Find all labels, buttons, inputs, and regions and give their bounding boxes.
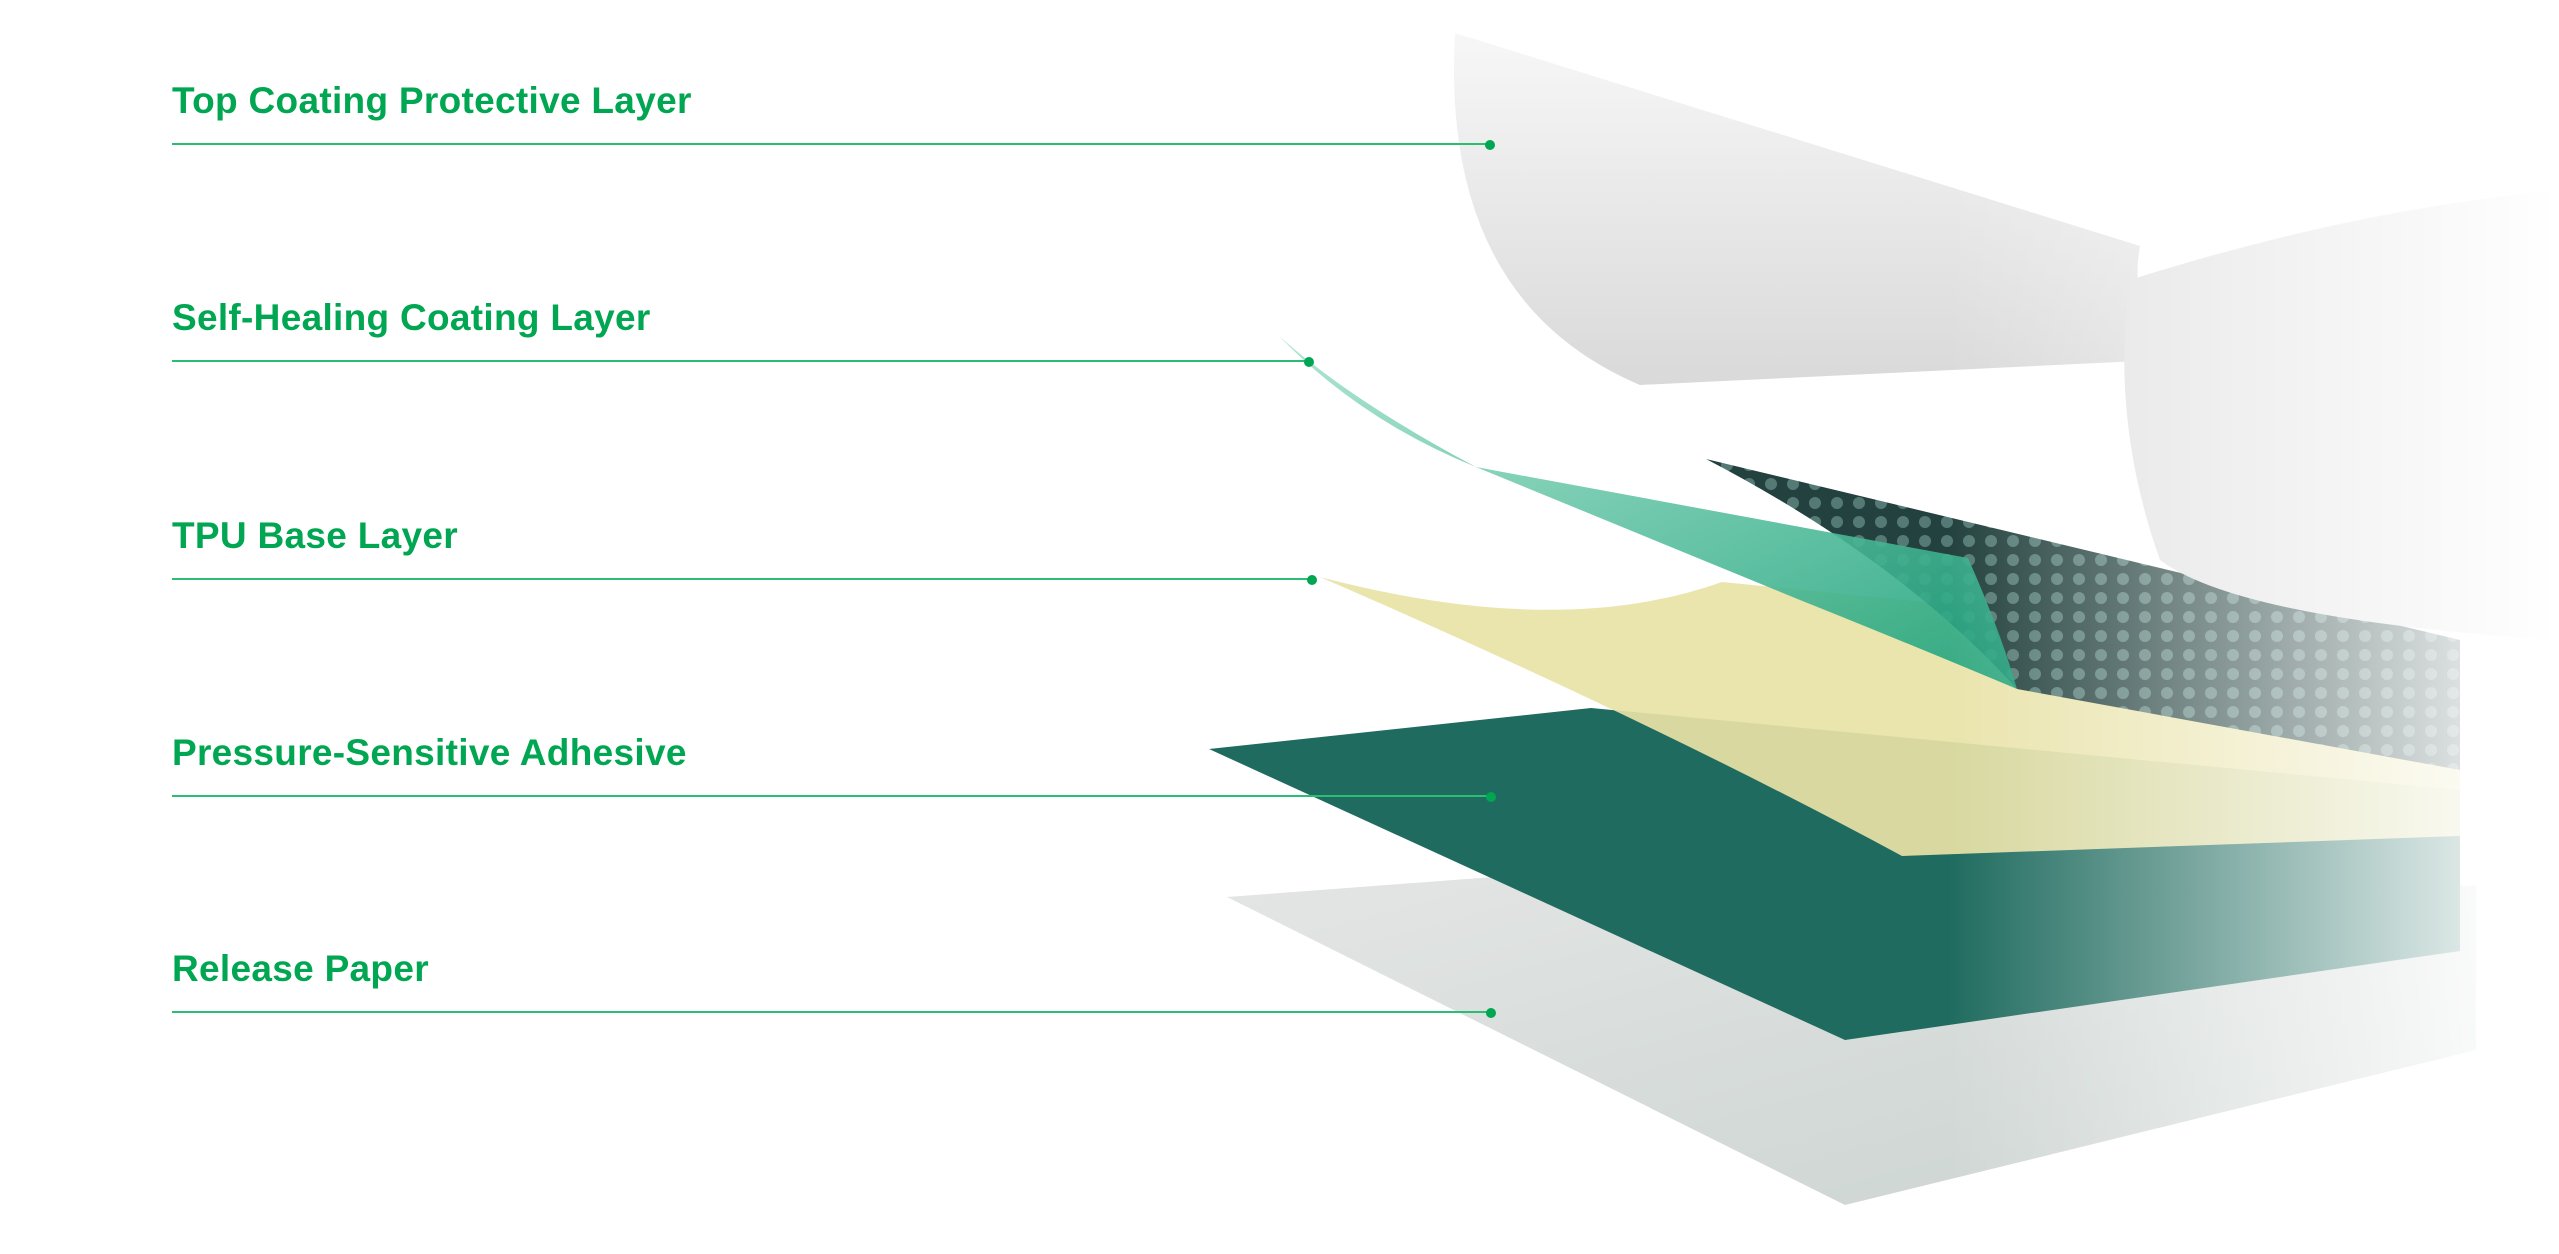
leader-dot-adhesive [1486,792,1496,802]
leader-dot-release-paper [1486,1008,1496,1018]
layer-label-adhesive: Pressure-Sensitive Adhesive [172,732,687,773]
layer-label-self-healing: Self-Healing Coating Layer [172,297,651,338]
layer-label-tpu-base: TPU Base Layer [172,515,458,556]
leader-dot-top-coating [1485,140,1495,150]
leader-line-self-healing [172,360,1309,362]
leader-dot-self-healing [1304,357,1314,367]
leader-line-release-paper [172,1011,1491,1013]
leader-line-adhesive [172,795,1491,797]
leader-line-top-coating [172,143,1490,145]
leader-dot-tpu-base [1307,575,1317,585]
layer-label-release-paper: Release Paper [172,948,429,989]
leader-line-tpu-base [172,578,1312,580]
layer-label-top-coating: Top Coating Protective Layer [172,80,692,121]
